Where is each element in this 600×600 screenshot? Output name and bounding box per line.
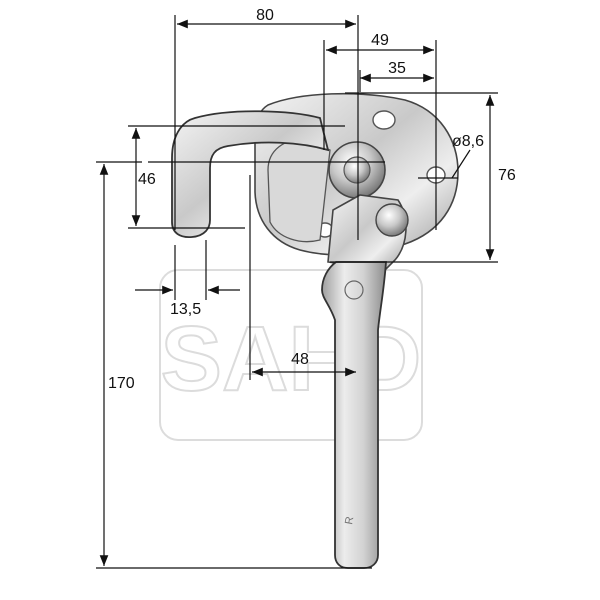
hook-arm bbox=[171, 110, 330, 238]
dim-hook-height: 46 bbox=[138, 171, 156, 188]
plate-hole-top bbox=[372, 110, 396, 130]
lever-rivet bbox=[375, 203, 409, 237]
dim-handle-offset: 48 bbox=[291, 351, 309, 368]
dim-hook-gap: 13,5 bbox=[170, 301, 201, 318]
dim-width-total: 80 bbox=[256, 7, 274, 24]
dim-plate-height: 76 bbox=[498, 167, 516, 184]
handle-emblem bbox=[344, 280, 364, 300]
pivot-rivet-center bbox=[343, 156, 371, 184]
dim-width-plate: 49 bbox=[371, 32, 389, 49]
dim-total-height: 170 bbox=[108, 375, 135, 392]
handle bbox=[321, 261, 387, 569]
dim-hole-diameter: ø8,6 bbox=[452, 133, 484, 150]
dimension-labels: 80 49 35 ø8,6 76 46 13,5 48 170 bbox=[108, 7, 516, 392]
guide-channel bbox=[267, 139, 331, 243]
svg-text:R: R bbox=[343, 516, 356, 526]
dimension-lines bbox=[96, 15, 498, 569]
latch-part: R bbox=[171, 92, 459, 569]
dim-width-hole-center: 35 bbox=[388, 60, 406, 77]
